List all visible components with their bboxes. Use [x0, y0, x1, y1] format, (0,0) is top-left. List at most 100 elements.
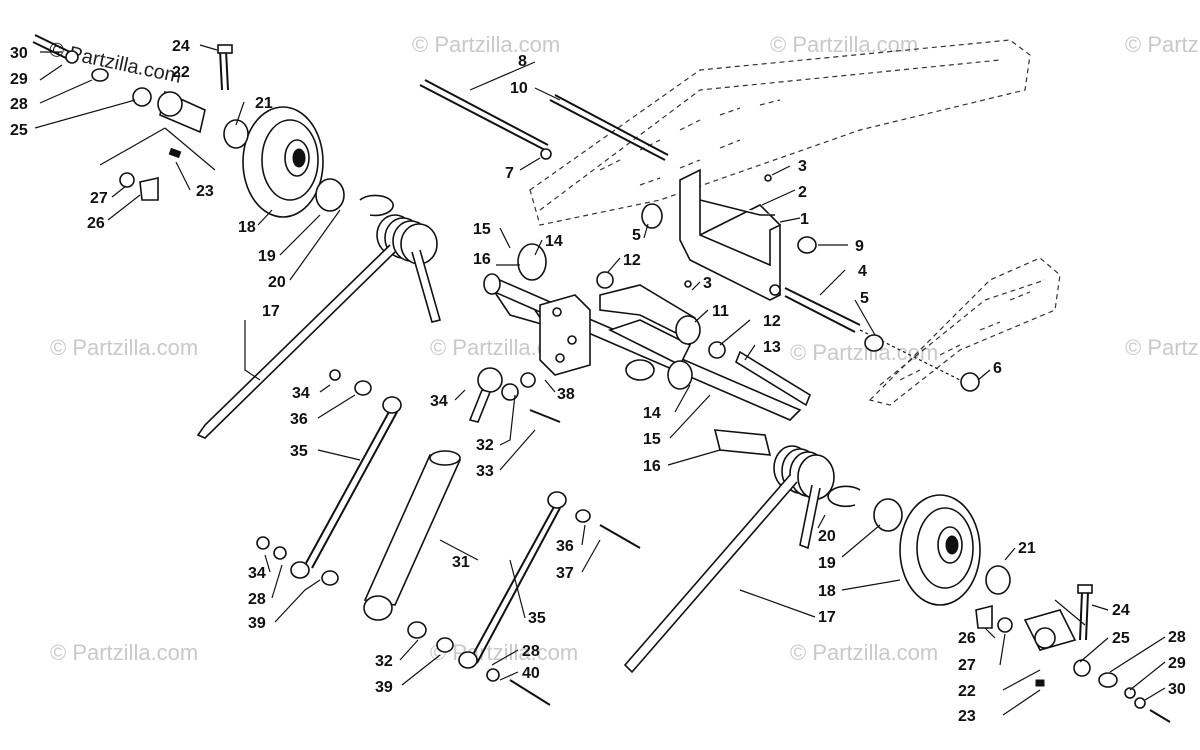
callout-23: 23	[958, 708, 976, 725]
callout-12: 12	[623, 252, 641, 269]
callout-32: 32	[375, 653, 393, 670]
callout-25: 25	[10, 122, 28, 139]
watermark: © Partzilla.com	[790, 640, 938, 665]
callout-25: 25	[1112, 630, 1130, 647]
callout-20: 20	[818, 528, 836, 545]
watermark-overlay: © Partzilla.com	[47, 38, 183, 88]
callout-11: 11	[712, 303, 729, 320]
callout-31: 31	[452, 554, 470, 571]
callout-8: 8	[518, 53, 527, 70]
bolt-10-edge	[554, 94, 669, 156]
callout-23: 23	[196, 183, 214, 200]
spacer-5b	[864, 334, 884, 352]
callout-14: 14	[545, 233, 563, 250]
callout-26: 26	[87, 215, 105, 232]
rod-4-edge	[784, 295, 856, 333]
callout-37: 37	[556, 565, 574, 582]
watermark: © Partzilla.com	[412, 32, 560, 57]
leader-lines	[34, 44, 1166, 716]
callout-15: 15	[473, 221, 491, 238]
callout-30: 30	[1168, 681, 1186, 698]
torsion-spring-bottom	[623, 445, 835, 674]
callout-9: 9	[855, 238, 864, 255]
callout-36: 36	[556, 538, 574, 555]
callout-35: 35	[290, 443, 308, 460]
callout-34: 34	[292, 385, 310, 402]
nut-6	[960, 372, 980, 392]
watermark: © Partzilla.com	[1125, 32, 1200, 57]
callout-35: 35	[528, 610, 546, 627]
shock-absorber	[363, 367, 561, 621]
rail-lower	[868, 257, 1061, 406]
callout-24: 24	[1112, 602, 1130, 619]
callout-27: 27	[90, 190, 108, 207]
callout-10: 10	[510, 80, 528, 97]
center-crossshaft	[483, 243, 811, 456]
callout-28: 28	[1168, 629, 1186, 646]
callout-19: 19	[818, 555, 836, 572]
watermark: © Partzilla.com	[430, 640, 578, 665]
callout-19: 19	[258, 248, 276, 265]
watermark: © Partzilla.com	[50, 640, 198, 665]
callouts: 30 29 28 25 24 22 21 27 26 23 18 19 20 1…	[10, 38, 1186, 725]
callout-16: 16	[643, 458, 661, 475]
callout-18: 18	[818, 583, 836, 600]
callout-3: 3	[798, 158, 807, 175]
callout-18: 18	[238, 219, 256, 236]
bracket-1	[679, 168, 781, 301]
callout-5: 5	[860, 290, 869, 307]
callout-33: 33	[476, 463, 494, 480]
callout-21: 21	[1018, 540, 1036, 557]
callout-26: 26	[958, 630, 976, 647]
callout-29: 29	[10, 71, 28, 88]
idler-wheel-bottom	[827, 485, 1011, 606]
bolt-8-edge	[424, 79, 549, 146]
callout-6: 6	[993, 360, 1002, 377]
callout-32: 32	[476, 437, 494, 454]
spacer-5a	[641, 203, 663, 229]
callout-29: 29	[1168, 655, 1186, 672]
callout-39: 39	[248, 615, 266, 632]
callout-28: 28	[248, 591, 266, 608]
callout-14: 14	[643, 405, 661, 422]
watermark: © Partzilla.com	[1125, 335, 1200, 360]
bolt-30-top	[32, 34, 79, 64]
washer-7	[540, 148, 552, 160]
bolt-10	[549, 99, 666, 161]
callout-27: 27	[958, 657, 976, 674]
callout-36: 36	[290, 411, 308, 428]
callout-21: 21	[255, 95, 273, 112]
callout-17: 17	[818, 609, 836, 626]
callout-30: 30	[10, 45, 28, 62]
callout-7: 7	[505, 165, 514, 182]
torsion-spring-top	[196, 214, 441, 439]
callout-4: 4	[858, 263, 867, 280]
rail-upper	[529, 39, 1031, 226]
watermark: © Partzilla.com	[50, 335, 198, 360]
callout-15: 15	[643, 431, 661, 448]
callout-40: 40	[522, 665, 540, 682]
callout-1: 1	[800, 211, 809, 228]
callout-13: 13	[763, 339, 781, 356]
callout-20: 20	[268, 274, 286, 291]
callout-28: 28	[522, 643, 540, 660]
bolt-8	[419, 84, 546, 151]
callout-28: 28	[10, 96, 28, 113]
callout-5: 5	[632, 227, 641, 244]
callout-34: 34	[430, 393, 448, 410]
top-left-hub	[91, 44, 233, 201]
bottom-right-hub	[975, 584, 1171, 723]
nut-9	[797, 236, 817, 254]
watermark: © Partzilla.com	[790, 340, 938, 365]
callout-2: 2	[798, 184, 807, 201]
links	[256, 369, 641, 706]
callout-17: 17	[262, 303, 280, 320]
callout-24: 24	[172, 38, 190, 55]
idler-wheel-top	[223, 106, 394, 218]
callout-22: 22	[958, 683, 976, 700]
callout-38: 38	[557, 386, 575, 403]
callout-22: 22	[172, 64, 190, 81]
callout-3: 3	[703, 275, 712, 292]
callout-16: 16	[473, 251, 491, 268]
callout-12: 12	[763, 313, 781, 330]
